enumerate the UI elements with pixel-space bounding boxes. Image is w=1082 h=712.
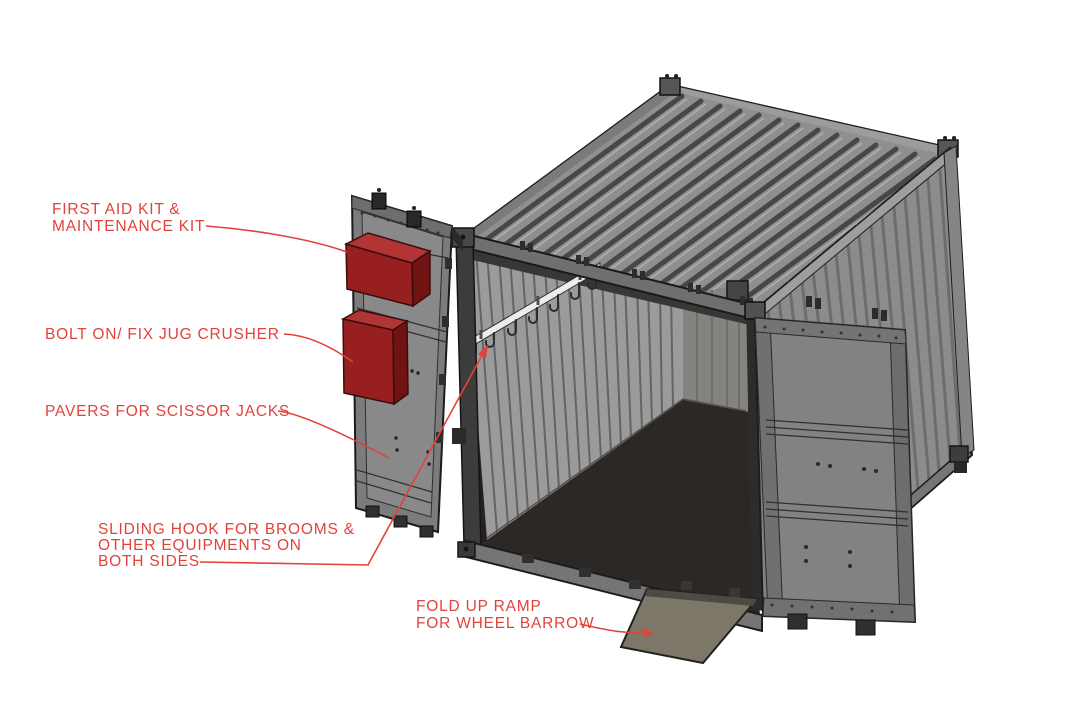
callout-sliding-hook: SLIDING HOOK FOR BROOMS & OTHER EQUIPMEN… bbox=[98, 345, 488, 570]
leader-line-pavers bbox=[277, 410, 390, 459]
interior-back-wall-lines bbox=[696, 285, 740, 411]
callout-sliding-hook-line2: OTHER EQUIPMENTS ON bbox=[98, 537, 302, 554]
right-corner-post bbox=[943, 145, 975, 458]
callout-ramp-line2: FOR WHEEL BARROW bbox=[416, 615, 594, 632]
callout-ramp-line1: FOLD UP RAMP bbox=[416, 598, 542, 615]
top-right-corner-casting bbox=[744, 301, 766, 320]
top-rail-lashing-lugs bbox=[520, 241, 753, 307]
leader-line-sliding-hook bbox=[199, 347, 487, 566]
annotations: FIRST AID KIT & MAINTENANCE KIT BOLT ON/… bbox=[45, 201, 654, 637]
interior-wall-corrugation bbox=[475, 250, 674, 534]
left-door bbox=[340, 188, 466, 538]
roof-left-rim bbox=[463, 85, 676, 242]
jug-crusher-box-side bbox=[392, 319, 409, 406]
interior-header-shadow bbox=[464, 247, 754, 326]
first-aid-box-side bbox=[411, 249, 431, 308]
callout-first-aid-line2: MAINTENANCE KIT bbox=[52, 218, 205, 235]
leader-line-jug-crusher bbox=[283, 333, 354, 363]
roof-rib-lines bbox=[480, 93, 938, 308]
left-door-hinge-clamps bbox=[371, 192, 422, 228]
ramp-hinge-strip bbox=[645, 589, 757, 606]
left-door-holes bbox=[394, 369, 431, 466]
fold-up-ramp bbox=[619, 581, 760, 665]
left-door-hinge-pins bbox=[377, 188, 417, 210]
right-door-stiffener-band-upper bbox=[765, 419, 909, 445]
first-aid-kit-box bbox=[343, 232, 432, 308]
callout-jug-crusher: BOLT ON/ FIX JUG CRUSHER bbox=[45, 326, 354, 363]
container-roof bbox=[460, 74, 959, 312]
ramp-fold-tabs bbox=[681, 581, 740, 597]
callout-jug-crusher-line1: BOLT ON/ FIX JUG CRUSHER bbox=[45, 326, 280, 343]
right-corner-foot bbox=[954, 462, 967, 473]
callout-fold-up-ramp: FOLD UP RAMP FOR WHEEL BARROW bbox=[416, 598, 654, 637]
right-door-feet bbox=[787, 613, 876, 636]
callout-pavers: PAVERS FOR SCISSOR JACKS bbox=[45, 403, 390, 459]
jug-crusher-box bbox=[340, 309, 409, 406]
casting-hole bbox=[463, 546, 469, 552]
roof-corner-casting-back-left bbox=[659, 77, 681, 96]
roof-rib-highlights bbox=[487, 98, 941, 309]
right-door-holes bbox=[804, 462, 879, 568]
casting-hole bbox=[460, 234, 466, 240]
right-door-rivets-top bbox=[763, 325, 898, 340]
callout-sliding-hook-line1: SLIDING HOOK FOR BROOMS & bbox=[98, 521, 355, 538]
arrowhead-sliding-hook bbox=[478, 345, 488, 358]
callout-first-aid-line1: FIRST AID KIT & bbox=[52, 201, 181, 218]
roof-casting-pins bbox=[665, 74, 957, 140]
interior-left-wall bbox=[464, 247, 683, 540]
right-door bbox=[753, 296, 917, 636]
roof-back-rim bbox=[670, 85, 950, 155]
left-door-feet bbox=[365, 505, 434, 538]
right-door-rivets-bottom bbox=[770, 603, 894, 614]
right-door-top-rail bbox=[754, 317, 907, 345]
callout-sliding-hook-line3: BOTH SIDES bbox=[98, 553, 200, 570]
right-door-stiffener-band-lower bbox=[765, 501, 909, 527]
callout-pavers-line1: PAVERS FOR SCISSOR JACKS bbox=[45, 403, 290, 420]
arrowhead-ramp bbox=[643, 628, 654, 637]
jug-crusher-box-front bbox=[342, 318, 395, 405]
right-bottom-corner-casting bbox=[949, 445, 969, 463]
callout-first-aid-kit: FIRST AID KIT & MAINTENANCE KIT bbox=[52, 201, 348, 253]
floor-wall-edge bbox=[486, 398, 747, 539]
leader-line-first-aid bbox=[205, 225, 348, 253]
leader-line-ramp bbox=[579, 623, 646, 634]
